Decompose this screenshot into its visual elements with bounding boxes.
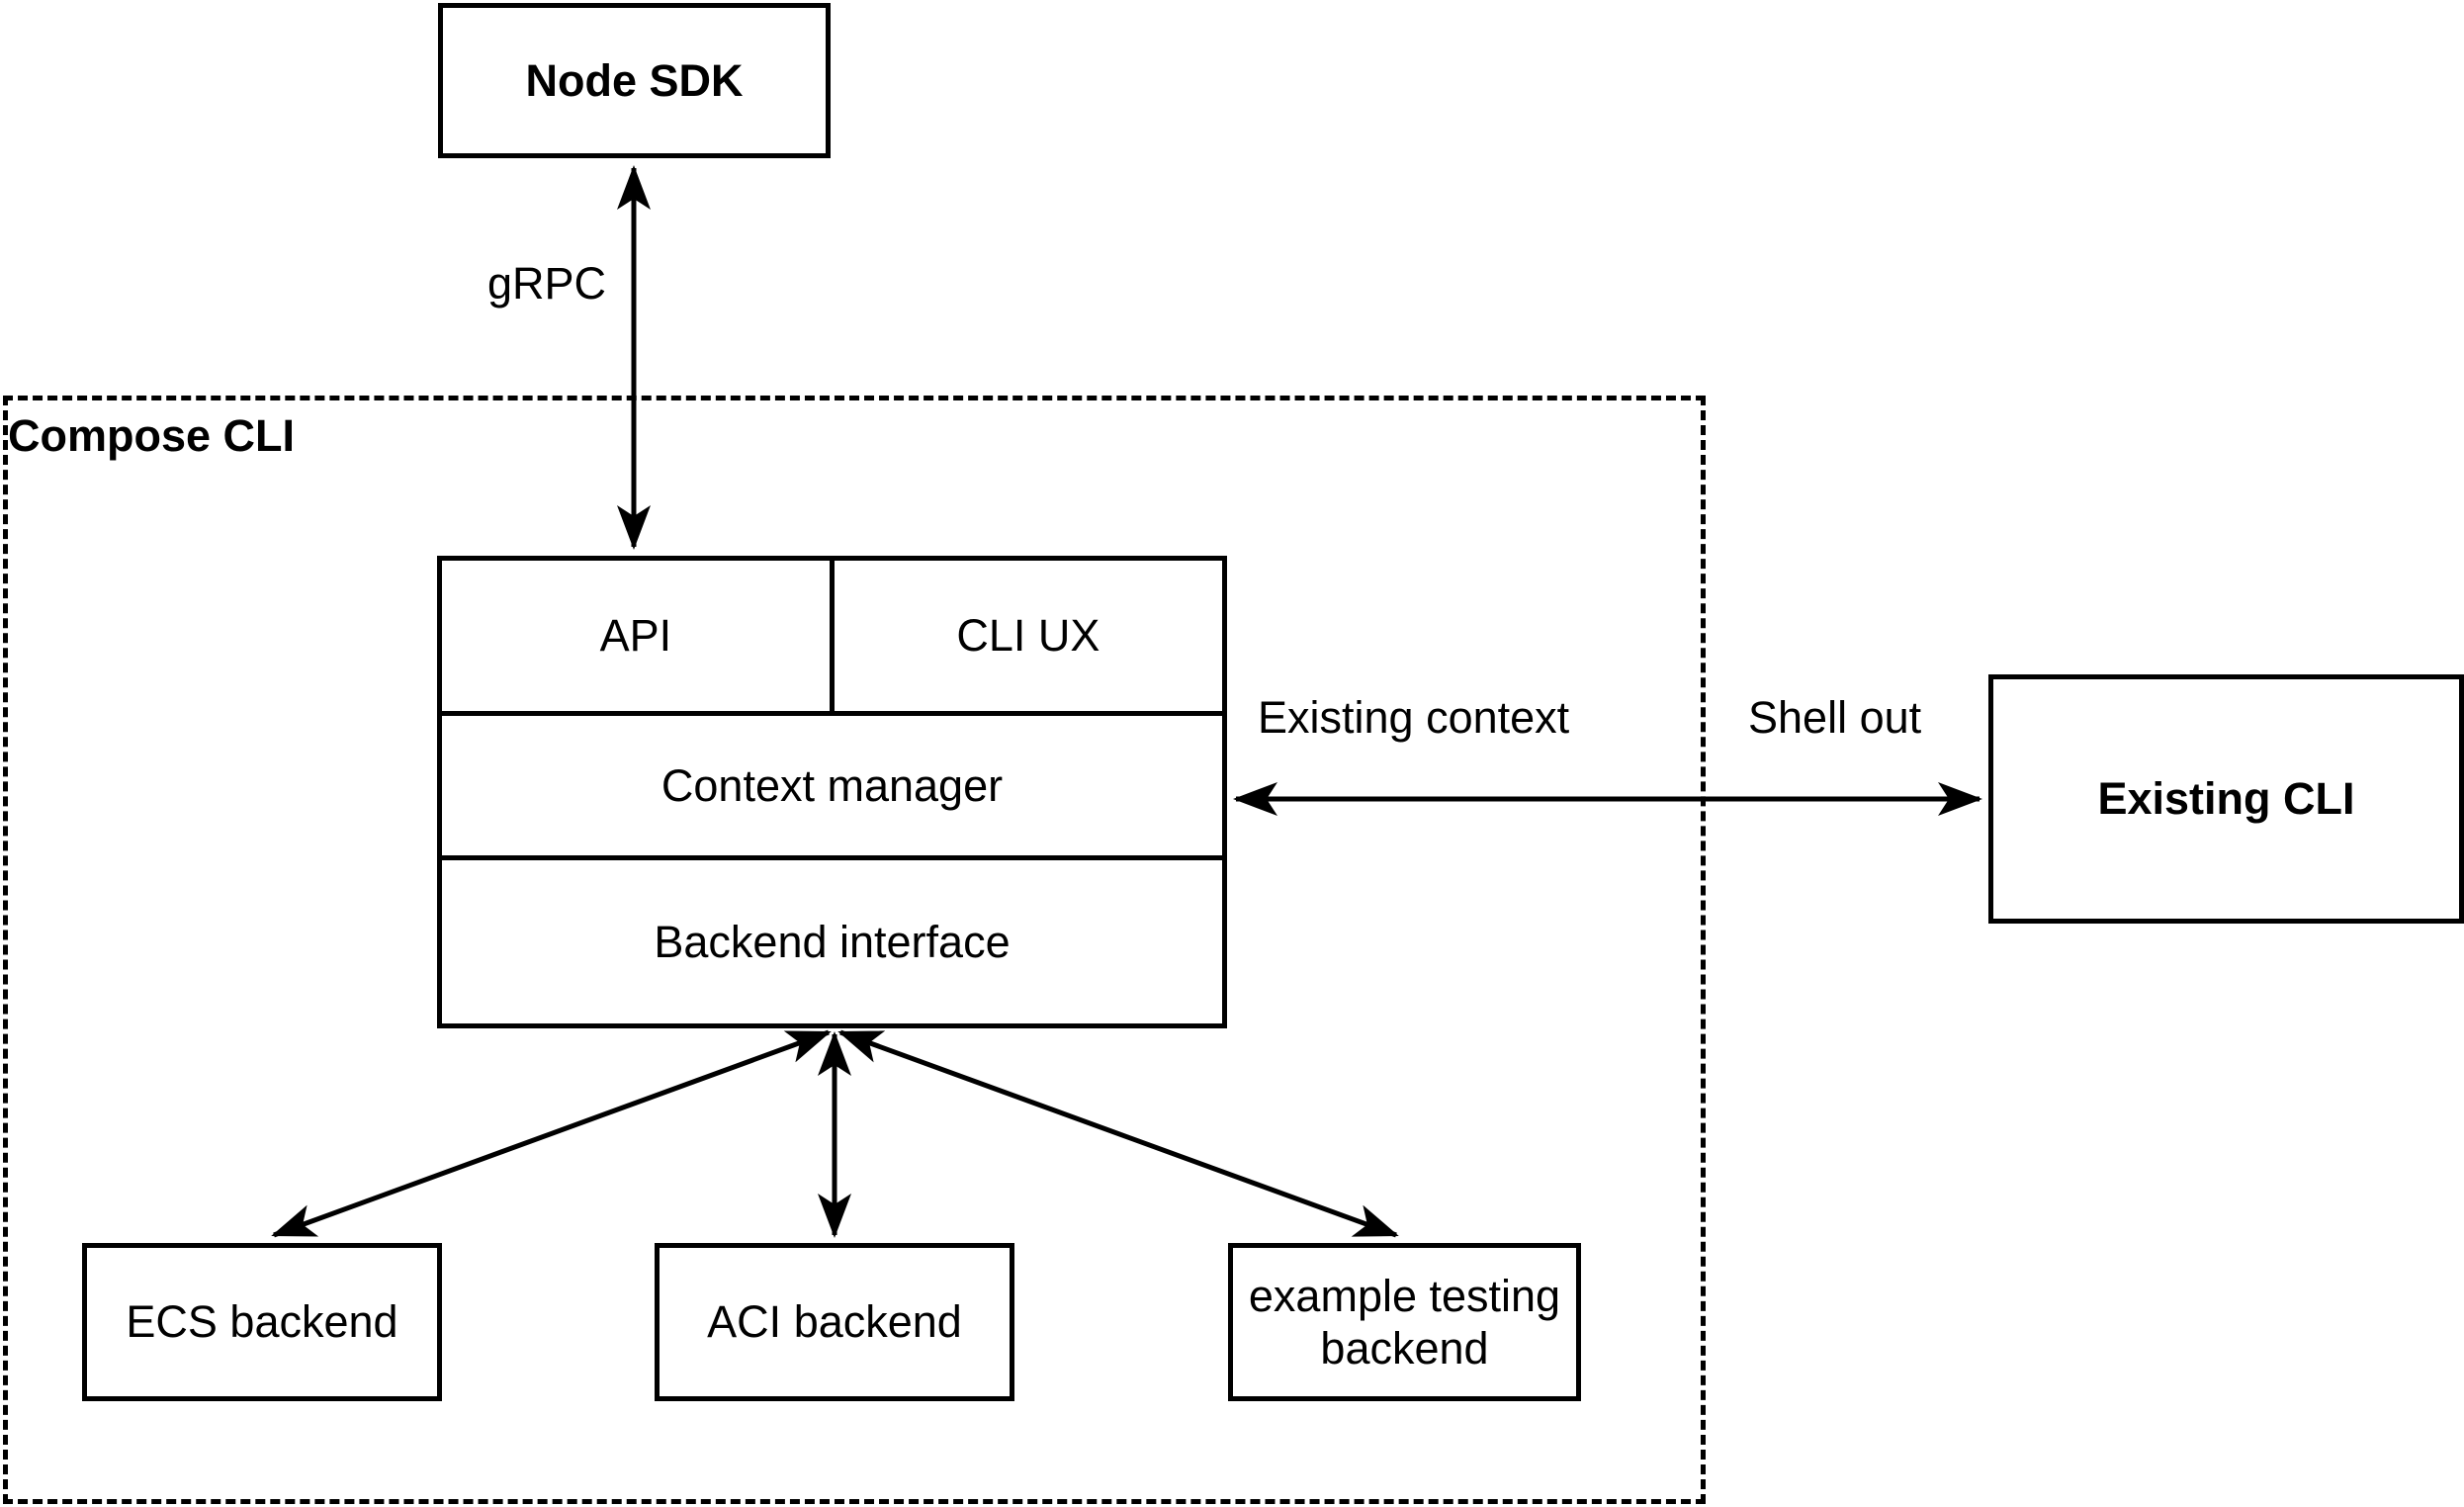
node-label-node-sdk: Node SDK: [525, 54, 744, 106]
node-label-example-testing-backend: example testing backend: [1248, 1270, 1561, 1374]
node-label-cli-ux: CLI UX: [956, 610, 1100, 662]
node-box-context-manager[interactable]: Context manager: [442, 716, 1222, 860]
node-label-existing-cli: Existing CLI: [2097, 773, 2355, 825]
node-box-existing-cli[interactable]: Existing CLI: [1988, 674, 2464, 924]
edge-label-grpc: gRPC: [487, 258, 607, 310]
node-box-node-sdk[interactable]: Node SDK: [438, 3, 831, 158]
edge-label-existing-context: Existing context: [1258, 692, 1570, 744]
stack-row-api-cliux: API CLI UX: [442, 561, 1222, 716]
context-manager-cell: Context manager: [442, 759, 1222, 812]
compose-cli-stack: API CLI UX Context manager Backend inter…: [437, 556, 1227, 1028]
node-box-example-testing-backend[interactable]: example testing backend: [1228, 1243, 1581, 1401]
node-label-backend-interface: Backend interface: [654, 916, 1011, 967]
node-box-api[interactable]: API: [442, 561, 835, 711]
node-box-cli-ux[interactable]: CLI UX: [835, 561, 1222, 711]
group-compose-cli: [3, 396, 1706, 1504]
backend-interface-cell: Backend interface: [442, 916, 1222, 968]
node-box-backend-interface[interactable]: Backend interface: [442, 860, 1222, 1023]
edge-ecs-backend: [271, 1029, 832, 1238]
node-label-ecs-backend: ECS backend: [126, 1296, 398, 1348]
node-box-aci-backend[interactable]: ACI backend: [655, 1243, 1014, 1401]
edge-label-shell-out: Shell out: [1748, 692, 1922, 744]
node-box-ecs-backend[interactable]: ECS backend: [82, 1243, 442, 1401]
edge-example-testing-backend: [837, 1029, 1399, 1238]
node-label-context-manager: Context manager: [660, 759, 1004, 811]
node-label-api: API: [599, 610, 672, 662]
node-label-aci-backend: ACI backend: [707, 1296, 962, 1348]
group-compose-cli-label: Compose CLI: [8, 410, 296, 462]
